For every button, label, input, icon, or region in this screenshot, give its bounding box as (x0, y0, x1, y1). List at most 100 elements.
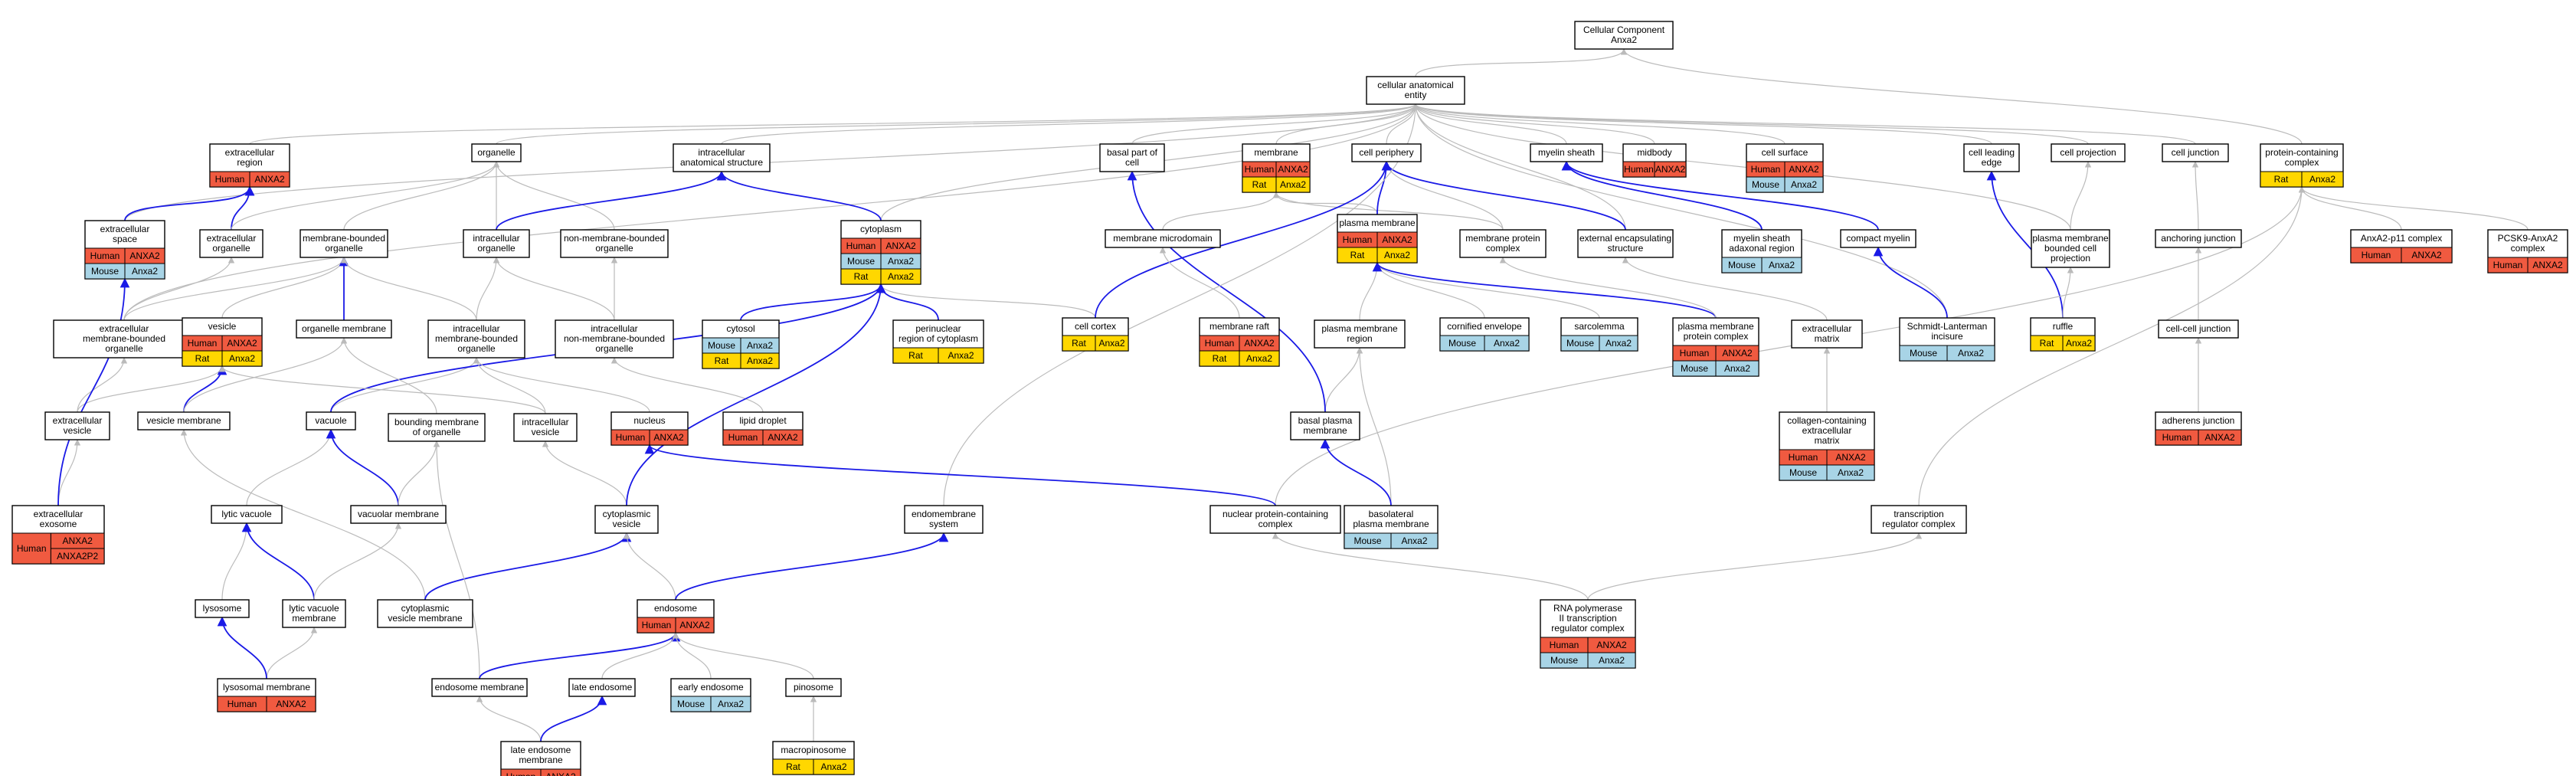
node-box (1099, 143, 1165, 172)
node-cell-periphery[interactable]: cell periphery (1351, 143, 1422, 162)
is-a-edge (1412, 103, 1655, 145)
is-a-edge (180, 429, 426, 601)
is-a-edge (183, 337, 348, 413)
node-vacuole[interactable]: vacuole (306, 411, 356, 431)
node-cell-junction[interactable]: cell junction (2162, 143, 2229, 162)
node-label: lytic vacuole (221, 509, 272, 519)
node-cell-cell-junction[interactable]: cell-cell junction (2158, 319, 2239, 339)
species-label: Rat (715, 355, 729, 366)
is-a-edge (1412, 103, 2196, 145)
node-vesicle-membrane[interactable]: vesicle membrane (137, 411, 231, 431)
node-box (1209, 505, 1341, 534)
node-myelin-sheath[interactable]: myelin sheath (1530, 143, 1603, 162)
node-lytic-vacuole[interactable]: lytic vacuole (211, 505, 283, 524)
is-a-edge (1622, 257, 1828, 321)
gene-label: ANXA2 (1596, 640, 1627, 650)
node-cell-projection[interactable]: cell projection (2051, 143, 2126, 162)
node-lysosome[interactable]: lysosome (195, 599, 250, 618)
node-endosome-membrane[interactable]: endosome membrane (431, 678, 528, 697)
node-vacuolar-membrane[interactable]: vacuolar membrane (350, 505, 447, 524)
node-box (211, 505, 283, 524)
node-anchoring-junction[interactable]: anchoring junction (2155, 229, 2242, 248)
node-membrane-microdomain[interactable]: membrane microdomain (1105, 229, 1221, 248)
gene-label: Anxa2 (747, 340, 773, 351)
node-compact-myelin[interactable]: compact myelin (1840, 229, 1916, 248)
node-organelle-membrane[interactable]: organelle membrane (296, 319, 392, 339)
species-label: Mouse (1448, 338, 1476, 349)
node-late-endosome-membrane[interactable]: late endosomemembraneHumanANXA2 (500, 741, 581, 776)
node-box (513, 413, 578, 442)
node-late-endosome[interactable]: late endosome (568, 678, 636, 697)
node-label: intracellular (591, 323, 637, 334)
node-ic-nmb-organelle[interactable]: intracellularnon-membrane-boundedorganel… (555, 319, 674, 359)
gene-label: Anxa2 (747, 355, 773, 366)
is-a-edge (1415, 48, 1628, 77)
species-label: Human (1205, 338, 1235, 349)
node-collagen-matrix[interactable]: collagen-containingextracellularmatrixHu… (1779, 411, 1875, 481)
species-label: Human (728, 432, 758, 443)
node-pinosome[interactable]: pinosome (785, 678, 842, 697)
gene-cell (880, 268, 921, 285)
is-a-edge (1587, 532, 1923, 601)
is-a-edge (1131, 103, 1419, 145)
node-organelle[interactable]: organelle (471, 143, 522, 162)
